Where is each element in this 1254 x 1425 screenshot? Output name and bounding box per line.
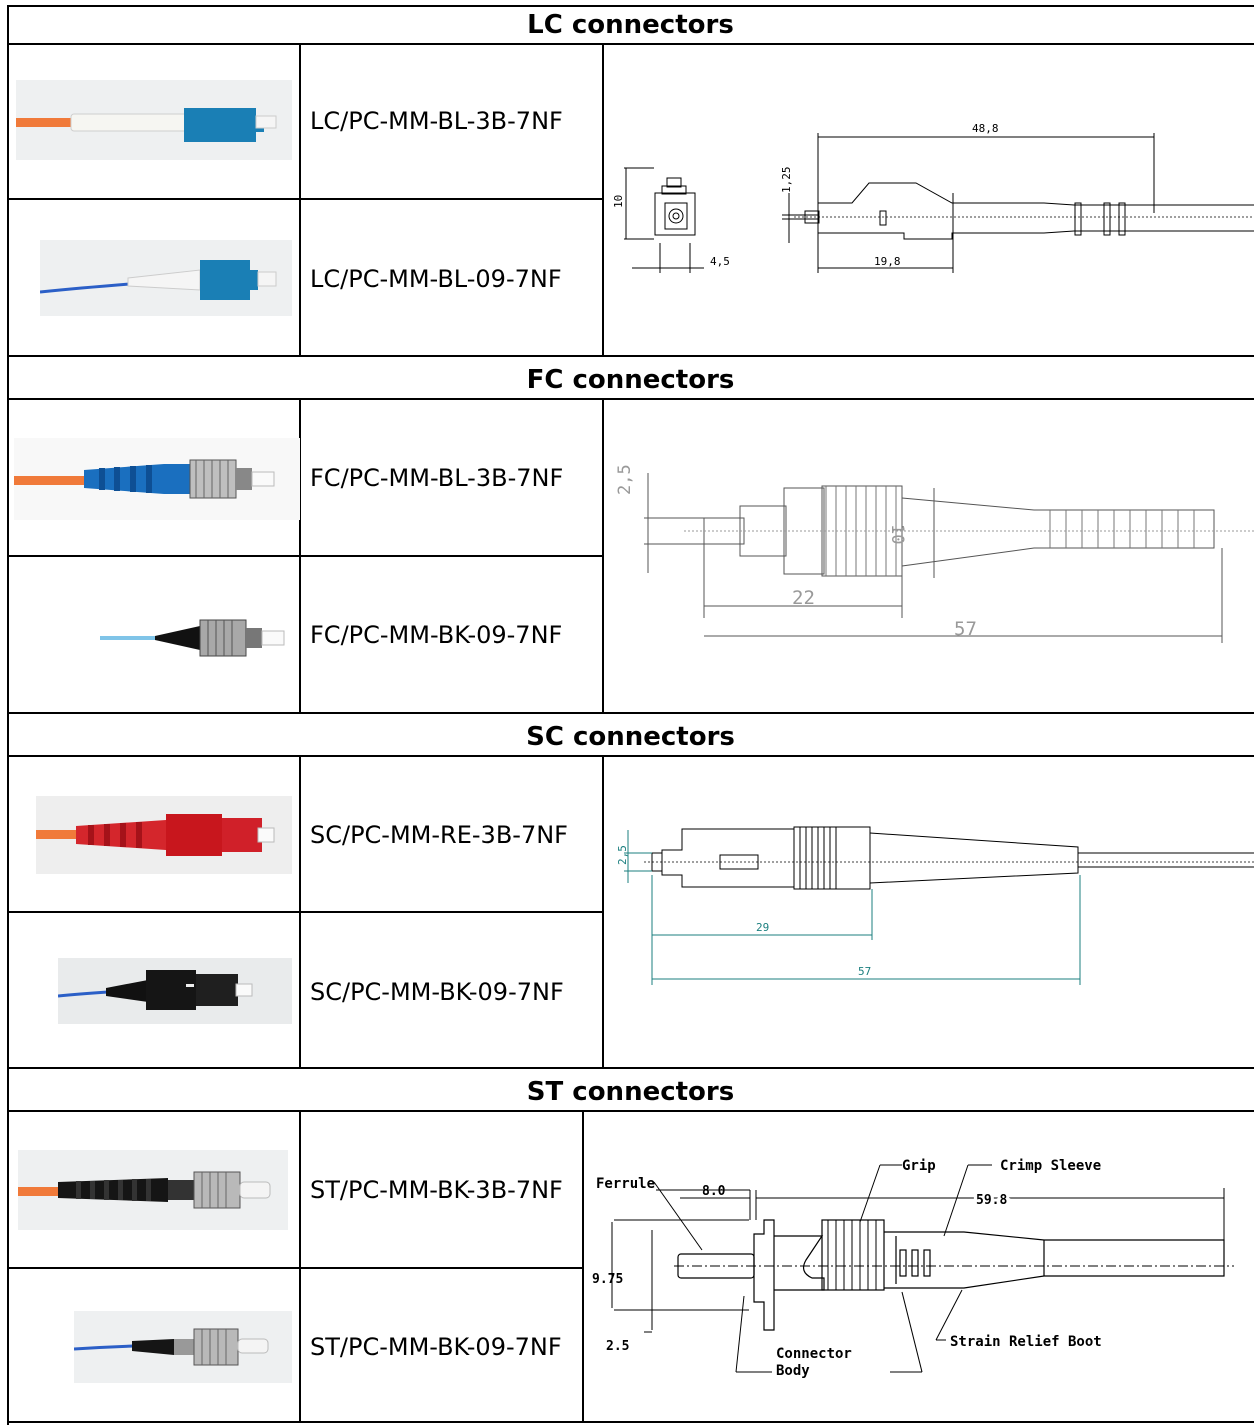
st-dimension-drawing: Ferrule Grip Crimp Sleeve 8.0 59.8 9.75 … (592, 1158, 1234, 1379)
divider (602, 398, 604, 713)
divider (299, 755, 301, 1068)
divider (602, 43, 604, 356)
lc-3b-photo (16, 80, 292, 160)
divider (7, 198, 603, 200)
sc-3b-photo (36, 796, 292, 874)
dim-st-ferrule-length: 8.0 (702, 1184, 726, 1199)
dim-st-diameter: 9.75 (592, 1272, 623, 1287)
part-number: SC/PC-MM-BK-09-7NF (310, 978, 564, 1006)
dim-lc-width: 4,5 (710, 255, 730, 268)
divider (7, 355, 1254, 357)
section-header-st: ST connectors (7, 1074, 1254, 1112)
part-number: LC/PC-MM-BL-09-7NF (310, 265, 562, 293)
section-header-lc: LC connectors (7, 7, 1254, 45)
section-header-fc: FC connectors (7, 362, 1254, 400)
divider (7, 911, 603, 913)
dim-lc-body: 19,8 (874, 255, 901, 268)
dim-lc-length: 48,8 (972, 122, 999, 135)
part-number: ST/PC-MM-BK-09-7NF (310, 1333, 562, 1361)
label-grip: Grip (902, 1158, 936, 1174)
dim-sc-ferrule: 2,5 (616, 845, 629, 865)
section-header-sc: SC connectors (7, 719, 1254, 757)
part-number: ST/PC-MM-BK-3B-7NF (310, 1176, 563, 1204)
dim-lc-ferrule: 1,25 (780, 167, 793, 194)
fc-dimension-drawing: 2,5 10 22 57 (615, 464, 1254, 643)
sc-dimension-drawing: 29 57 2,5 (616, 826, 1254, 985)
divider (299, 43, 301, 356)
divider (299, 1110, 301, 1422)
lc-09-photo (40, 240, 292, 316)
divider (7, 1421, 1254, 1423)
dim-sc-body: 29 (756, 921, 769, 934)
label-strain-relief-boot: Strain Relief Boot (950, 1334, 1102, 1350)
dim-lc-height: 10 (612, 195, 625, 208)
fc-09-photo (100, 608, 292, 668)
part-number: FC/PC-MM-BK-09-7NF (310, 621, 563, 649)
connector-table (7, 5, 1254, 1425)
st-09-photo (74, 1311, 292, 1383)
st-3b-photo (18, 1150, 288, 1230)
label-connector-body-2: Body (776, 1363, 810, 1379)
sc-09-photo (58, 958, 292, 1024)
divider (299, 398, 301, 713)
fc-3b-photo (14, 438, 300, 520)
dim-sc-length: 57 (858, 965, 871, 978)
dim-fc-ferrule: 2,5 (615, 464, 635, 495)
label-crimp-sleeve: Crimp Sleeve (1000, 1158, 1101, 1174)
divider (7, 555, 603, 557)
dim-fc-diameter: 10 (887, 524, 907, 544)
divider (7, 1067, 1254, 1069)
dim-fc-length: 57 (954, 618, 977, 640)
dim-st-ferrule: 2.5 (606, 1339, 629, 1354)
part-number: SC/PC-MM-RE-3B-7NF (310, 821, 568, 849)
divider (582, 1110, 584, 1422)
dim-fc-body: 22 (792, 587, 815, 609)
lc-dimension-drawing: 48,8 19,8 4,5 10 1,25 (612, 122, 1254, 273)
divider (7, 712, 1254, 714)
label-ferrule: Ferrule (596, 1176, 655, 1192)
part-number: LC/PC-MM-BL-3B-7NF (310, 107, 563, 135)
divider (602, 755, 604, 1068)
divider (7, 1267, 583, 1269)
part-number: FC/PC-MM-BL-3B-7NF (310, 464, 564, 492)
label-connector-body: Connector (776, 1346, 852, 1362)
dim-st-length: 59.8 (976, 1193, 1007, 1208)
